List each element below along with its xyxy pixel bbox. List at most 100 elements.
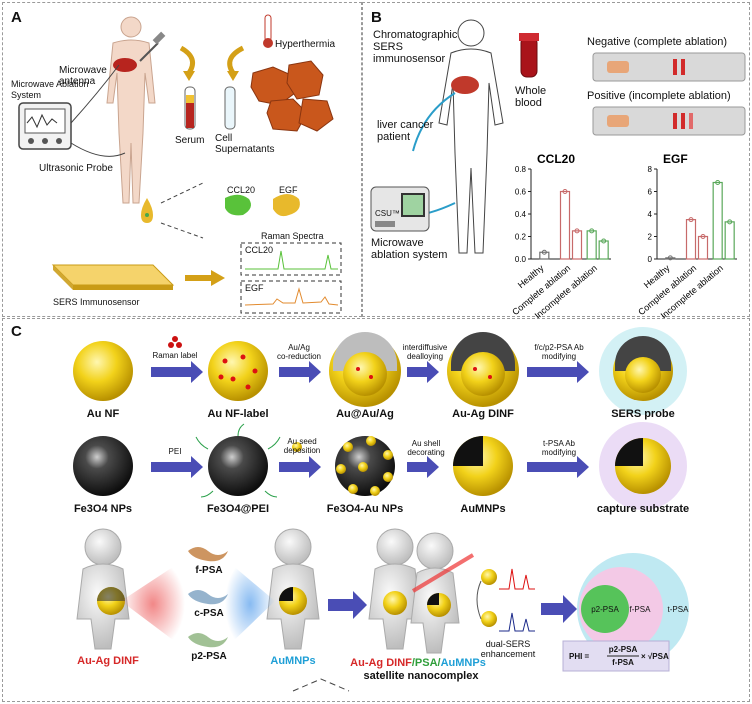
bar — [598, 240, 609, 260]
c-psa-label: c-PSA — [194, 608, 224, 619]
serum-tube-icon — [184, 86, 196, 130]
big-arrow — [328, 591, 367, 619]
fe3o4-caption: Fe3O4 NPs — [73, 503, 133, 515]
venn-t-label: t-PSA — [667, 605, 689, 614]
arrow-raman-label: Raman label — [152, 351, 198, 360]
sers-probe-particle — [599, 327, 687, 415]
egf-protein-icon — [273, 194, 300, 217]
arrow-shell-label: Au shell decorating — [407, 439, 445, 457]
ultrasonic-probe-label: Ultrasonic Probe — [39, 163, 113, 174]
ablation-system-label: Microwave Ablation System — [11, 79, 89, 100]
y-tick-label: 0.0 — [515, 255, 527, 264]
arrow-to-venn — [541, 595, 577, 623]
data-point — [688, 217, 694, 223]
fe3o4-pei-caption: Fe3O4@PEI — [206, 503, 270, 515]
sers-chip-icon — [51, 264, 175, 290]
patient-body-icon — [438, 19, 504, 254]
sers-probe-caption: SERS probe — [611, 408, 675, 420]
arrow-coreduction-label: Au/Ag co-reduction — [276, 343, 322, 361]
capture-substrate-particle — [599, 422, 687, 510]
serum-label: Serum — [175, 135, 205, 146]
y-tick-label: 8 — [648, 165, 653, 174]
bar — [539, 251, 550, 260]
microwave-antenna-label: Microwave antenna — [59, 65, 107, 87]
data-point — [574, 228, 580, 234]
aumnps-caption: AuMNPs — [460, 503, 506, 515]
dual-sers-spectra — [476, 568, 535, 632]
panel-a-graphics — [18, 14, 342, 314]
positive-strip-label: Positive (incomplete ablation) — [587, 90, 731, 102]
dual-sers-label: dual-SERS enhancement — [480, 639, 536, 659]
complex-a-label: Au-Ag DINF — [350, 657, 412, 669]
y-tick-label: 6 — [648, 188, 653, 197]
complex-c-label: AuMNPs — [440, 657, 486, 669]
test-strip-negative-icon — [592, 52, 746, 82]
data-point — [541, 249, 547, 255]
data-point — [700, 234, 706, 239]
arrow-dealloying-label: interdiffusive dealloying — [402, 343, 448, 361]
arrow-seed-label: Au seed deposition — [283, 437, 321, 455]
hyperthermia-label: Hyperthermia — [275, 39, 336, 50]
microwave-system-label: Microwave ablation system — [371, 237, 448, 261]
panel-c-graphics — [73, 327, 689, 692]
liver-patient-label: liver cancer patient — [377, 119, 434, 143]
au-nf-label-caption: Au NF-label — [207, 408, 269, 420]
egf-label: EGF — [279, 185, 298, 195]
au-ag-dinf-particle — [447, 332, 519, 407]
phi-numerator: p2-PSA — [608, 645, 638, 654]
au-ag-dinf-caption: Au-Ag DINF — [452, 408, 514, 420]
liver-icon — [113, 58, 137, 72]
y-tick-label: 0.8 — [515, 165, 527, 174]
tumor-cells-icon — [250, 60, 334, 132]
ccl20-protein-icon — [225, 194, 251, 216]
phi-suffix: × √PSA — [641, 652, 669, 661]
spectrum-egf-label: EGF — [245, 283, 264, 293]
sers-immunosensor-label: SERS Immunosensor — [53, 297, 140, 307]
microwave-device-icon — [370, 186, 430, 232]
data-point — [589, 228, 595, 234]
arrow-tpsa-label: t-PSA Ab modifying — [541, 439, 577, 457]
au-nf-caption: Au NF — [86, 408, 120, 420]
thermometer-icon — [263, 14, 273, 48]
panel-c: C — [2, 318, 750, 702]
figure-left-icon — [76, 528, 130, 650]
bar — [712, 181, 723, 260]
phi-denominator: f-PSA — [612, 658, 634, 667]
ccl20-label: CCL20 — [227, 185, 256, 195]
cell-supernatants-label: Cell Supernatants — [215, 133, 275, 155]
bar — [685, 219, 697, 260]
chart-title: CCL20 — [537, 152, 575, 166]
bar — [665, 257, 676, 260]
fe3o4-au-caption: Fe3O4-Au NPs — [326, 503, 404, 515]
device-brand-label: CSU™ — [375, 209, 400, 218]
p2-psa-label: p2-PSA — [191, 651, 227, 662]
row1-arrows — [151, 361, 589, 383]
raman-spectra-label: Raman Spectra — [261, 231, 324, 241]
y-tick-label: 2 — [648, 233, 653, 242]
panel-b: B — [362, 2, 750, 321]
psa-venn-diagram — [577, 553, 689, 665]
liver-icon-b — [451, 76, 479, 94]
whole-blood-label: Whole blood — [515, 85, 547, 109]
supernatant-tube-icon — [224, 86, 236, 130]
data-point — [715, 180, 721, 185]
y-tick-label: 0.6 — [515, 188, 527, 197]
arrow-pei-label: PEI — [168, 447, 182, 456]
fe3o4-particle — [73, 436, 133, 496]
y-tick-label: 0 — [648, 255, 653, 264]
aumnps-particle — [453, 436, 513, 496]
human-body-icon — [106, 16, 156, 204]
row2-arrows — [151, 456, 589, 478]
fe3o4-au-particle — [335, 436, 395, 496]
phi-prefix: PHI = — [569, 652, 590, 661]
au-nf-label-particle — [208, 341, 268, 401]
au-au-ag-caption: Au@Au/Ag — [336, 408, 394, 420]
spectrum-ccl20-label: CCL20 — [245, 245, 274, 255]
bar — [586, 230, 597, 260]
chromatographic-label: Chromatographic SERS immunosensor — [373, 29, 458, 65]
data-point — [727, 219, 733, 225]
au-nf-particle — [73, 341, 133, 401]
